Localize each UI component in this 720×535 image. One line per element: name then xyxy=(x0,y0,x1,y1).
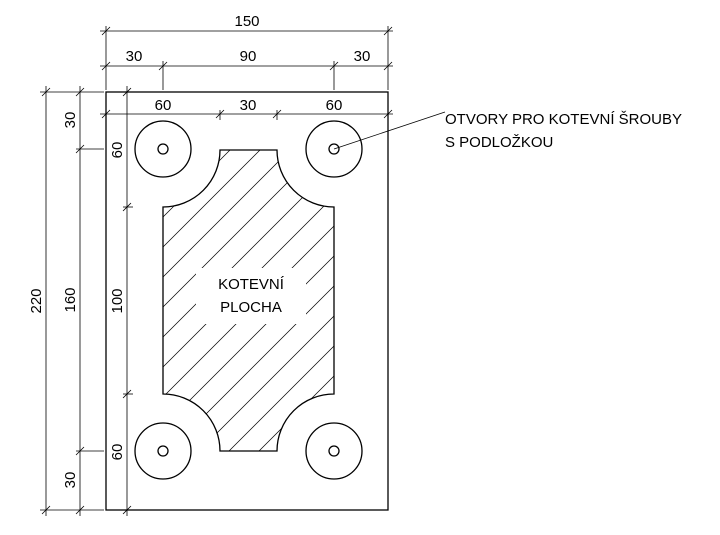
bolt-hole-top-left xyxy=(134,120,192,178)
anchor-area-label-line1: KOTEVNÍ xyxy=(218,276,285,293)
bolt-hole-bottom-left xyxy=(134,422,192,480)
dimension-text: 60 xyxy=(109,142,126,159)
holes-label-line2: S PODLOŽKOU xyxy=(445,134,553,151)
dimension-text: 100 xyxy=(109,288,126,313)
dimension-text: 150 xyxy=(234,13,259,30)
washer-outline xyxy=(134,422,192,480)
dimension-text: 60 xyxy=(155,97,172,114)
dimension-top-chain: 30 90 30 xyxy=(100,48,393,90)
bolt-hole-bottom-right xyxy=(305,422,363,480)
hole-outline xyxy=(328,445,340,457)
bolt-hole-top-right xyxy=(305,120,363,178)
hole-outline xyxy=(157,143,169,155)
leader-line xyxy=(333,111,446,150)
hole-outline xyxy=(328,143,340,155)
dimension-text: 160 xyxy=(62,287,79,312)
anchor-area-label-background xyxy=(196,268,306,324)
dimension-text: 30 xyxy=(62,472,79,489)
dimension-text: 60 xyxy=(109,444,126,461)
hole-outline xyxy=(157,445,169,457)
dimension-text: 30 xyxy=(126,48,143,65)
anchor-area: KOTEVNÍ PLOCHA xyxy=(162,149,335,452)
dimension-text: 30 xyxy=(62,112,79,129)
dimension-text: 30 xyxy=(240,97,257,114)
dimension-text: 60 xyxy=(326,97,343,114)
dimension-left-total: 220 xyxy=(28,86,104,516)
dimension-text: 220 xyxy=(28,288,45,313)
dimension-top-total: 150 xyxy=(100,13,393,90)
dimension-left-chain: 30 160 30 xyxy=(62,86,104,516)
holes-leader: OTVORY PRO KOTEVNÍ ŠROUBY S PODLOŽKOU xyxy=(333,111,682,151)
washer-outline xyxy=(305,422,363,480)
washer-outline xyxy=(305,120,363,178)
holes-label-line1: OTVORY PRO KOTEVNÍ ŠROUBY xyxy=(445,111,682,128)
dimension-text: 30 xyxy=(354,48,371,65)
dimension-text: 90 xyxy=(240,48,257,65)
washer-outline xyxy=(134,120,192,178)
anchor-area-outline xyxy=(162,149,335,452)
base-plate-outline xyxy=(105,91,389,511)
anchor-area-label-line2: PLOCHA xyxy=(220,299,282,316)
dimension-inner-top-chain: 60 30 60 xyxy=(100,97,393,120)
dimension-inner-left-chain: 60 100 60 xyxy=(109,86,133,516)
